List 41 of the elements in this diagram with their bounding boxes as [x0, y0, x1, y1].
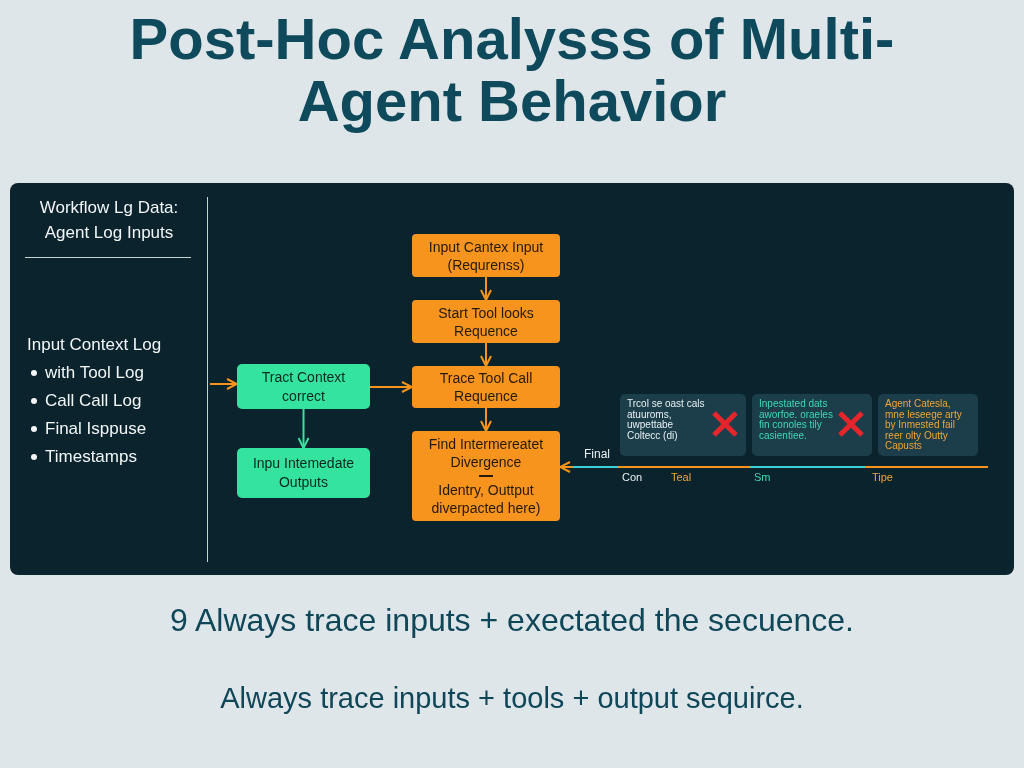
card-text: Inpestated dats aworfoe. oraeles fin conoles tily casientiee. — [759, 398, 833, 441]
process-box — [237, 448, 370, 498]
box-text: Identry, Outtput diverpacted here) — [430, 481, 542, 517]
note-text: 9 Always trace inputs + exectated the secuence. — [170, 601, 854, 640]
process-box — [237, 364, 370, 409]
card-text: Agent Catesla, mne leseege arty by Inmested fail reer olty Outty Capusts — [885, 398, 962, 451]
list-item: Call Call Log — [45, 390, 142, 412]
arrow — [369, 381, 413, 393]
arrow — [480, 407, 492, 432]
log-card — [878, 394, 978, 456]
box-text: Tract Context correct — [260, 367, 347, 406]
box-text: Inpu Intemedate Outputs — [251, 454, 356, 492]
box-text: Trace Tool Call Requence — [438, 369, 534, 405]
box-text: Find Intermereatet Divergence — [427, 435, 545, 471]
timeline-label: Sm — [754, 471, 771, 484]
box-text: Input Cantex Input (Requrenss) — [427, 237, 545, 274]
panel-heading: Workflow Lg Data: Agent Log Inputs — [38, 197, 180, 244]
timeline-label: Tipe — [872, 471, 893, 484]
log-card — [620, 394, 746, 456]
arrow — [480, 342, 492, 367]
list-item: Final Isppuse — [45, 418, 147, 440]
process-box — [412, 366, 560, 408]
log-card — [752, 394, 872, 456]
box-text: Start Tool looks Requence — [437, 303, 535, 340]
timeline-label: Teal — [671, 471, 692, 484]
dark-panel — [10, 183, 1014, 575]
list-item: with Tool Log — [45, 362, 144, 384]
timeline-label: Final — [584, 447, 610, 461]
process-box — [412, 234, 560, 277]
arrow — [559, 461, 989, 473]
list-heading: Input Context Log — [27, 334, 162, 356]
process-box — [412, 431, 560, 521]
arrow — [209, 378, 238, 390]
arrow — [480, 276, 492, 301]
list-item: Timestamps — [45, 446, 137, 468]
note-text: Always trace inputs + tools + output sequirce. — [220, 681, 804, 716]
card-text: Trcol se oast cals atuuroms, uwpettabe Coltecc (di) — [627, 398, 705, 441]
process-box — [412, 300, 560, 343]
timeline-label: Con — [622, 471, 643, 484]
title: Post-Hoc Analysss of Multi-Agent Behavior — [128, 8, 896, 132]
arrow — [297, 408, 310, 449]
